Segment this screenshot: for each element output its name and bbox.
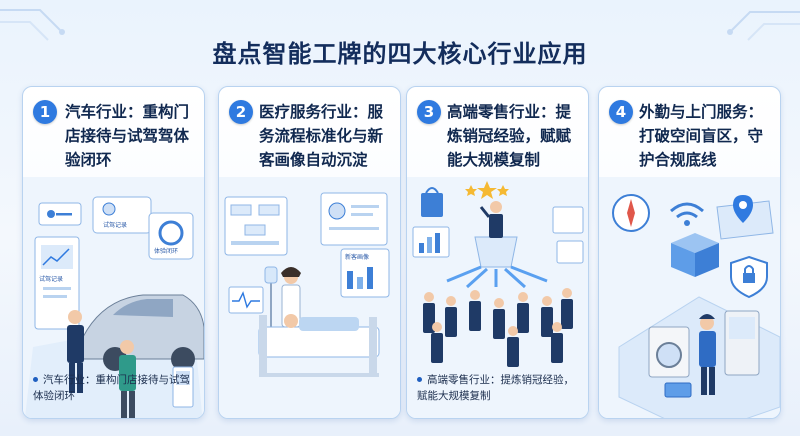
automotive-illustration: 试驾记录 体验闭环 试驾记录	[23, 177, 204, 418]
card-heading: 医疗服务行业：服务流程标准化与新客画像自动沉淀	[259, 103, 384, 169]
record-board-icon: 试驾记录	[34, 236, 80, 330]
retail-illustration	[407, 177, 588, 418]
iv-stand-icon	[264, 266, 278, 337]
chart-panel-icon	[412, 226, 450, 258]
process-flow-board-icon	[224, 196, 288, 256]
card-number: 1	[33, 100, 57, 124]
card-caption-text: 汽车行业：重构门店接待与试驾体验闭环	[33, 374, 190, 402]
customer-figure	[119, 340, 136, 418]
key-card-icon	[38, 202, 82, 226]
hospital-bed-icon	[258, 314, 380, 373]
toolbox-icon	[664, 382, 692, 398]
panel-label: 试驾记录	[39, 275, 63, 283]
appliance-icon	[724, 310, 760, 376]
car-icon	[82, 294, 204, 371]
panel-label: 试驾记录	[103, 221, 127, 229]
card-retail: 3 高端零售行业：提炼销冠经验，赋赋能大规模复制	[406, 86, 589, 419]
card-field-service: 4 外勤与上门服务：打破空间盲区，守护合规底线	[598, 86, 781, 419]
card-number: 2	[229, 100, 253, 124]
profile-panel-icon	[320, 192, 388, 246]
shopping-bag-icon	[421, 187, 443, 217]
sales-team-figures	[423, 288, 573, 367]
test-drive-panel-icon: 试驾记录	[92, 196, 152, 234]
showcase-panel-icon	[552, 206, 584, 264]
compass-icon	[612, 194, 650, 232]
decorative-corner-right	[727, 11, 800, 41]
card-heading: 汽车行业：重构门店接待与试驾驾体验闭环	[65, 103, 190, 169]
field-service-illustration	[599, 177, 780, 418]
card-medical: 2 医疗服务行业：服务流程标准化与新客画像自动沉淀 新客画像	[218, 86, 401, 419]
card-caption: 高端零售行业：提炼销冠经验，赋能大规模复制	[417, 372, 580, 404]
card-caption-text: 高端零售行业：提炼销冠经验，赋能大规模复制	[417, 374, 574, 402]
salesperson-figure	[67, 310, 84, 393]
card-automotive: 1 汽车行业：重构门店接待与试驾驾体验闭环 试驾记录 体验闭环	[22, 86, 205, 419]
card-caption: 汽车行业：重构门店接待与试驾体验闭环	[33, 372, 196, 404]
card-heading: 外勤与上门服务：打破空间盲区，守护合规底线	[639, 103, 764, 169]
wifi-icon	[670, 202, 704, 226]
experience-loop-panel-icon: 体验闭环	[148, 212, 194, 260]
arrows-icon	[446, 265, 548, 289]
kiosk-icon	[172, 366, 194, 408]
card-heading: 高端零售行业：提炼销冠经验，赋赋能大规模复制	[447, 103, 572, 169]
bullet-icon	[33, 376, 38, 382]
card-number: 4	[609, 100, 633, 124]
medical-illustration: 新客画像	[219, 177, 400, 418]
washing-machine-icon	[648, 326, 690, 378]
map-pin-icon	[716, 195, 774, 240]
data-cube-icon	[671, 233, 719, 277]
shield-lock-icon	[730, 255, 768, 299]
monitor-icon	[228, 286, 264, 314]
bullet-icon	[417, 376, 422, 382]
new-customer-profile-icon: 新客画像	[340, 248, 390, 298]
technician-figure	[699, 314, 716, 395]
stars-icon	[465, 181, 509, 199]
decorative-corner-left	[0, 9, 65, 41]
panel-label: 新客画像	[345, 253, 369, 261]
page-title: 盘点智能工牌的四大核心行业应用	[212, 40, 588, 68]
panel-label: 体验闭环	[154, 247, 178, 255]
card-number: 3	[417, 100, 441, 124]
